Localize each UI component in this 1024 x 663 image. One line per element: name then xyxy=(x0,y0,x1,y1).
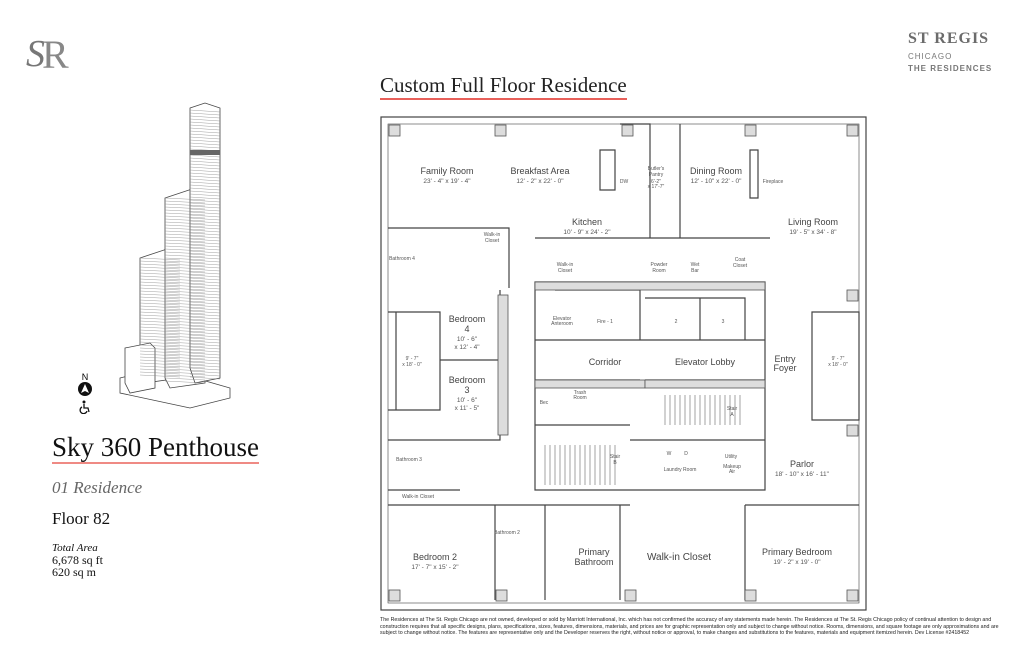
room-primary-bath-1: Primary xyxy=(579,547,610,557)
room-bedroom4-1: Bedroom xyxy=(449,314,486,324)
room-entry-foyer-1: Entry xyxy=(774,354,796,364)
dims-primary-bedroom: 19' - 2" x 19' - 0" xyxy=(773,559,821,566)
room-bec: Bec xyxy=(540,400,549,406)
residence-number: 01 Residence xyxy=(52,478,143,497)
room-bathroom3: Bathroom 3 xyxy=(396,457,422,463)
brand-name: ST REGIS xyxy=(908,30,990,47)
room-wetbar-1: Wet xyxy=(691,262,700,268)
room-entry-foyer-2: Foyer xyxy=(773,363,796,373)
north-label: N xyxy=(81,372,89,382)
dims-terrace-east-1: 9' - 7" xyxy=(832,356,845,362)
room-corridor: Corridor xyxy=(589,357,622,367)
room-walkin-bed4-2: Closet xyxy=(485,238,500,244)
room-walkin-kitchen-2: Closet xyxy=(558,268,573,274)
elevator-3: 3 xyxy=(722,319,725,325)
room-breakfast-area: Breakfast Area xyxy=(510,166,569,176)
floor-number: Floor 82 xyxy=(52,509,111,528)
dims-family-room: 23' - 4" x 19' - 4" xyxy=(423,178,471,185)
svg-text:R: R xyxy=(42,32,69,76)
room-primary-bedroom: Primary Bedroom xyxy=(762,547,832,557)
area-sqm: 620 sq m xyxy=(52,565,97,579)
room-labels: Family Room 23' - 4" x 19' - 4" Breakfas… xyxy=(389,166,848,571)
stair-a-2: A xyxy=(730,412,734,418)
dims-butlers-pantry-1: 6'-2" xyxy=(651,179,661,185)
compass: N xyxy=(76,372,94,416)
dims-kitchen: 10' - 9" x 24' - 2" xyxy=(563,229,611,236)
room-butlers-pantry-2: Pantry xyxy=(649,172,664,178)
dims-bedroom4-2: x 12' - 4" xyxy=(454,344,480,351)
dims-terrace-west-1: 9' - 7" xyxy=(406,356,419,362)
dims-bedroom3-1: 10' - 6" xyxy=(457,397,478,404)
room-bathroom2: Bathroom 2 xyxy=(494,530,520,536)
dims-breakfast-area: 12' - 2" x 22' - 0" xyxy=(516,178,564,185)
room-trash-2: Room xyxy=(573,395,586,401)
area-sqft: 6,678 sq ft xyxy=(52,553,103,567)
room-walkin-bed4-1: Walk-in xyxy=(484,232,501,238)
room-coat-closet-1: Coat xyxy=(735,257,746,263)
label-dryer: D xyxy=(684,451,688,457)
makeup-air-2: Air xyxy=(729,469,735,475)
dims-bedroom4-1: 10' - 6" xyxy=(457,336,478,343)
room-parlor: Parlor xyxy=(790,459,814,469)
room-dining-room: Dining Room xyxy=(690,166,742,176)
room-elevator-lobby: Elevator Lobby xyxy=(675,357,736,367)
dims-bedroom2: 17' - 7" x 15' - 2" xyxy=(411,564,459,571)
room-living-room: Living Room xyxy=(788,217,838,227)
room-family-room: Family Room xyxy=(420,166,473,176)
makeup-air-1: Makeup xyxy=(723,464,741,470)
legal-disclaimer: The Residences at The St. Regis Chicago … xyxy=(380,617,999,636)
total-area: Total Area 6,678 sq ft 620 sq m xyxy=(52,542,103,578)
room-laundry: Laundry Room xyxy=(664,467,697,473)
room-primary-walkin: Walk-in Closet xyxy=(647,552,711,563)
room-kitchen: Kitchen xyxy=(572,217,602,227)
stair-a-1: Stair xyxy=(727,406,738,412)
room-walkin-kitchen-1: Walk-in xyxy=(557,262,574,268)
room-bedroom3-2: 3 xyxy=(464,385,469,395)
dims-bedroom3-2: x 11' - 5" xyxy=(455,405,480,412)
label-dw: DW xyxy=(620,179,629,185)
room-powder-2: Room xyxy=(652,268,665,274)
dims-terrace-east-2: x 18' - 0" xyxy=(828,362,848,368)
room-bedroom2: Bedroom 2 xyxy=(413,552,457,562)
dims-dining-room: 12' - 10" x 22' - 0" xyxy=(691,178,743,185)
stair-b-2: B xyxy=(613,460,617,466)
room-trash-1: Trash xyxy=(574,390,587,396)
elevator-fire-1: Fire - 1 xyxy=(597,319,613,325)
room-butlers-pantry-1: Butler's xyxy=(648,166,665,172)
north-arrow-icon xyxy=(78,382,92,396)
label-fireplace: Fireplace xyxy=(763,179,784,185)
room-primary-bath-2: Bathroom xyxy=(574,557,613,567)
plan-title: Custom Full Floor Residence xyxy=(380,73,627,100)
st-regis-monogram-logo: S R xyxy=(26,32,69,76)
dims-parlor: 18' - 10" x 16' - 11" xyxy=(775,471,830,478)
tower-illustration xyxy=(119,102,231,409)
room-elev-anteroom-1: Elevator xyxy=(553,316,572,322)
room-powder-1: Powder xyxy=(651,262,668,268)
room-bathroom4: Bathroom 4 xyxy=(389,256,415,262)
room-walkin-bed2: Walk-in Closet xyxy=(402,494,435,500)
brand-sub: THE RESIDENCES xyxy=(908,64,993,73)
room-elev-anteroom-2: Anteroom xyxy=(551,321,573,327)
unit-title: Sky 360 Penthouse xyxy=(52,432,260,464)
elevator-2: 2 xyxy=(675,319,678,325)
room-utility: Utility xyxy=(725,454,738,460)
wheelchair-icon xyxy=(79,400,90,415)
stair-b-1: Stair xyxy=(610,454,621,460)
room-coat-closet-2: Closet xyxy=(733,263,748,269)
area-label: Total Area xyxy=(52,542,98,554)
brand-wordmark: ST REGIS CHICAGO THE RESIDENCES xyxy=(908,30,992,73)
dims-butlers-pantry-2: x 17'-7" xyxy=(648,184,665,190)
room-bedroom4-2: 4 xyxy=(464,324,469,334)
label-washer: W xyxy=(667,451,672,457)
svg-text:S: S xyxy=(26,33,45,75)
dims-living-room: 19' - 5" x 34' - 8" xyxy=(789,229,837,236)
room-bedroom3-1: Bedroom xyxy=(449,375,486,385)
room-wetbar-2: Bar xyxy=(691,268,699,274)
brand-city: CHICAGO xyxy=(908,52,953,61)
dims-terrace-west-2: x 18' - 0" xyxy=(402,362,422,368)
